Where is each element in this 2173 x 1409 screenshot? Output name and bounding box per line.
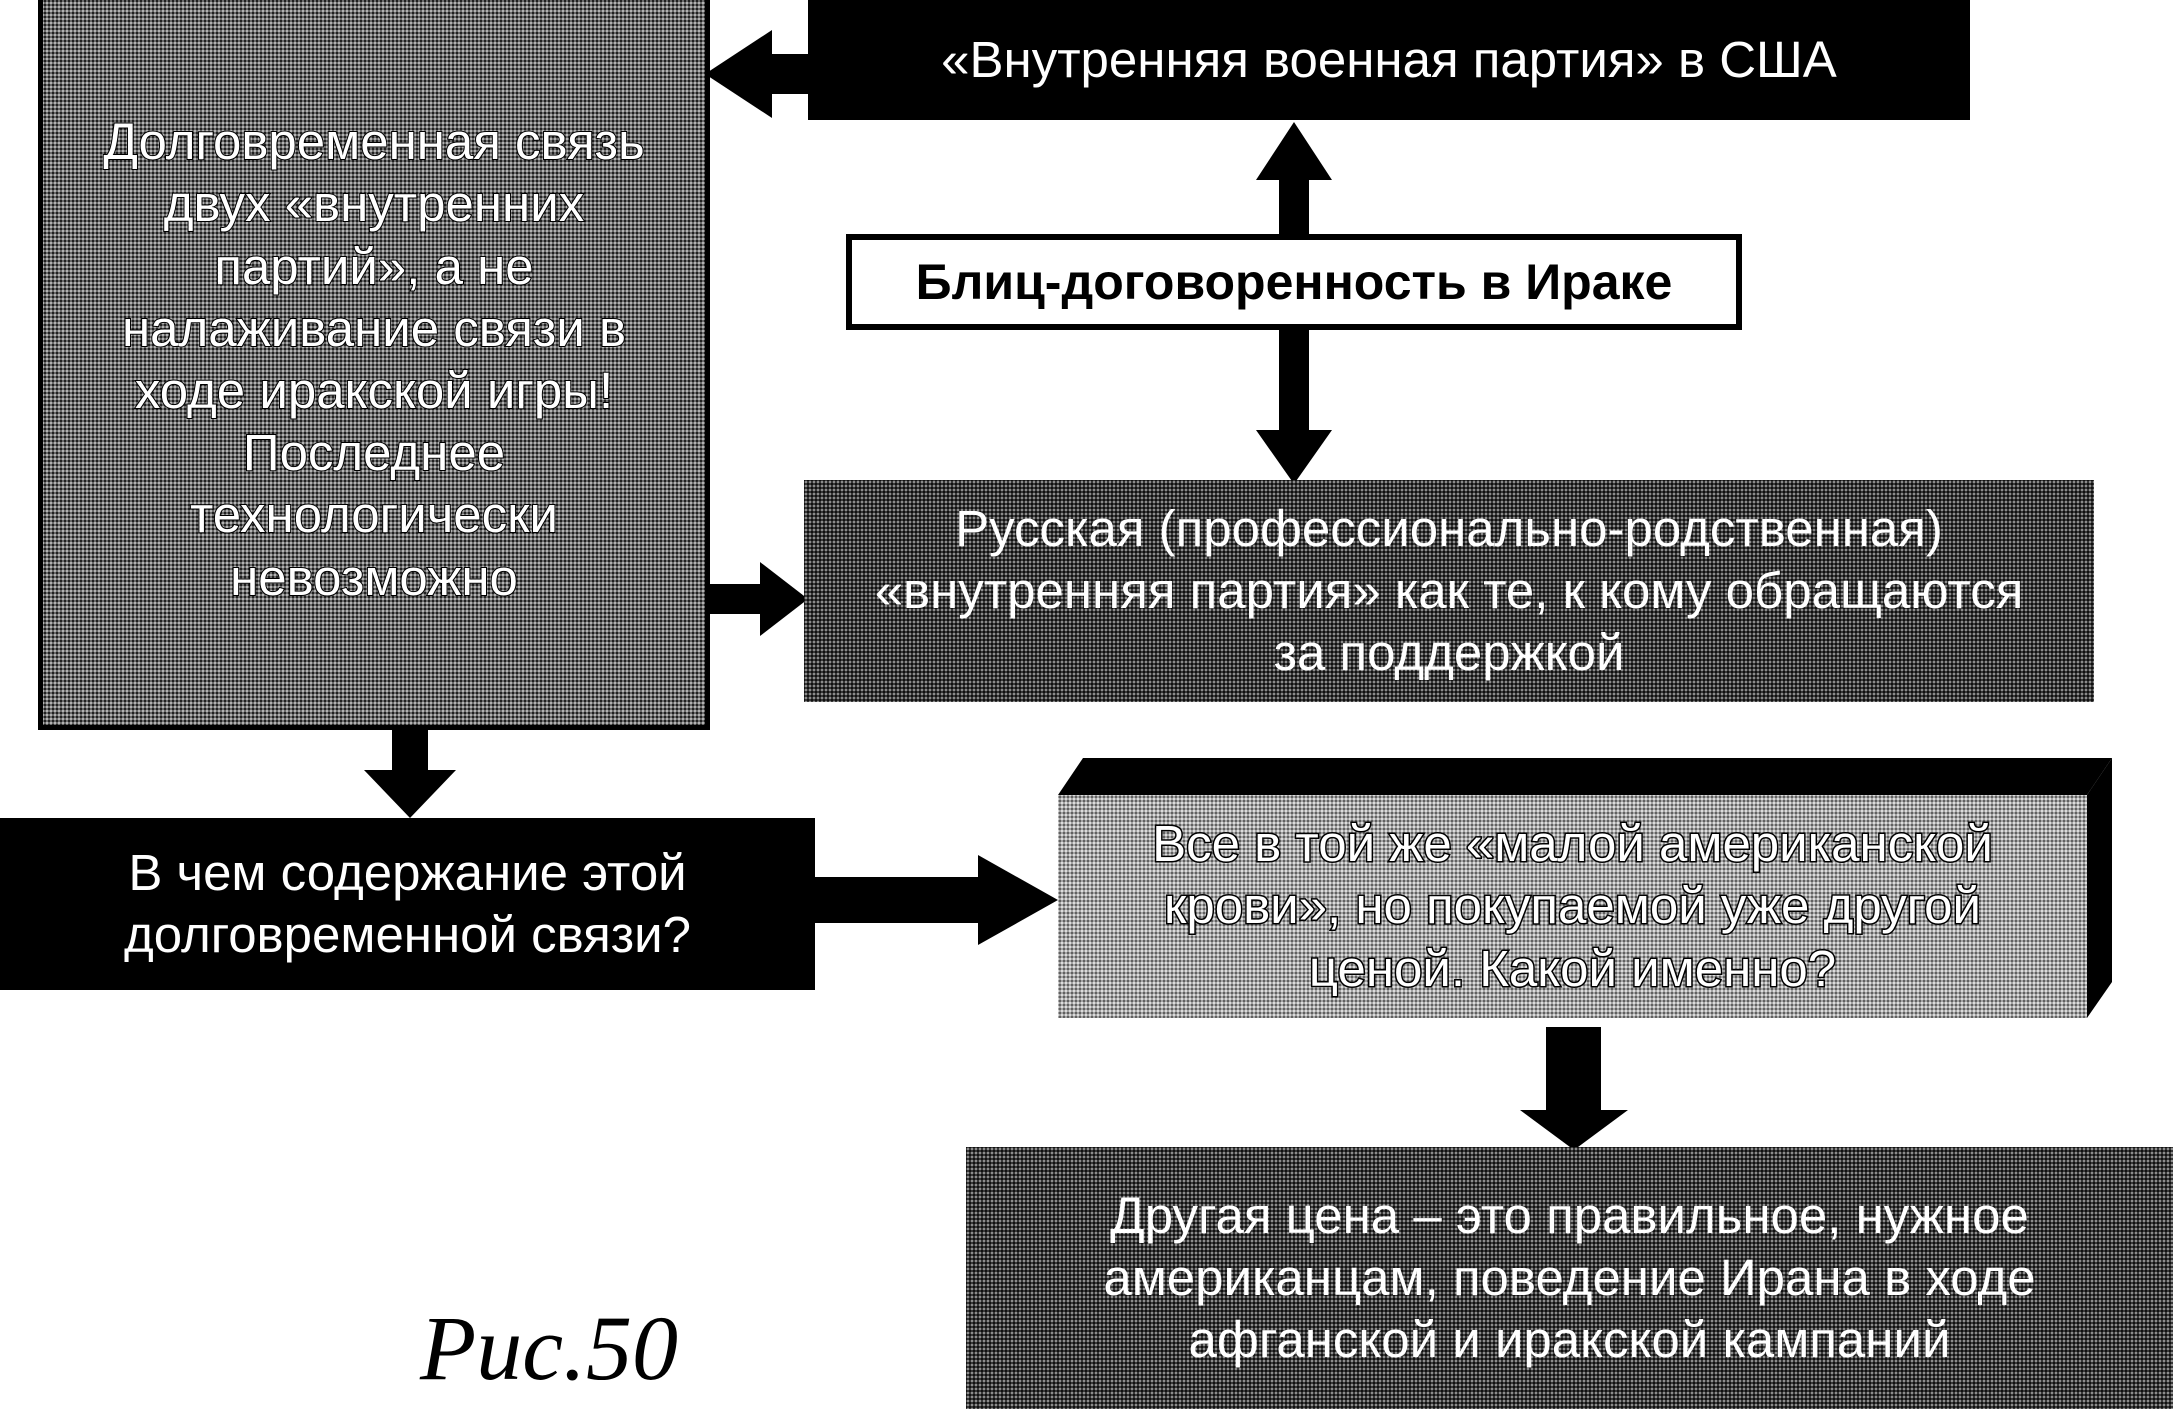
us-party-box: «Внутренняя военная партия» в США [808, 0, 1970, 120]
arrow-question-to-blood [815, 855, 1058, 945]
arrow-blitz-down [1256, 325, 1332, 484]
us-party-text: «Внутренняя военная партия» в США [941, 30, 1837, 88]
blood-text: Все в той же «малой американской крови»,… [1151, 814, 1995, 998]
question-text: В чем содержание этой долговременной свя… [123, 843, 692, 963]
russian-party-box: Русская (профессионально-родственная) «в… [804, 480, 2094, 702]
figure-caption: Рис.50 [420, 1297, 679, 1399]
question-box: В чем содержание этой долговременной свя… [0, 818, 815, 990]
long-link-box: Долговременная связь двух «внутренних па… [38, 0, 710, 730]
iran-box: Другая цена – это правильное, нужное аме… [966, 1147, 2173, 1409]
blood-box: Все в той же «малой американской крови»,… [1058, 795, 2087, 1018]
russian-party-text: Русская (профессионально-родственная) «в… [874, 499, 2024, 682]
blood-box-depth [1058, 758, 2112, 1018]
arrow-long-link-down [364, 727, 456, 818]
arrow-blood-down [1520, 1027, 1628, 1150]
arrow-long-link-to-russian [710, 562, 808, 636]
long-link-text: Долговременная связь двух «внутренних па… [102, 112, 645, 607]
iran-text: Другая цена – это правильное, нужное аме… [1103, 1186, 2036, 1369]
blitz-text: Блиц-договоренность в Ираке [915, 253, 1673, 310]
arrow-us-party-to-long-link [705, 30, 814, 118]
blitz-box: Блиц-договоренность в Ираке [846, 234, 1742, 330]
arrow-blitz-up [1256, 122, 1332, 253]
